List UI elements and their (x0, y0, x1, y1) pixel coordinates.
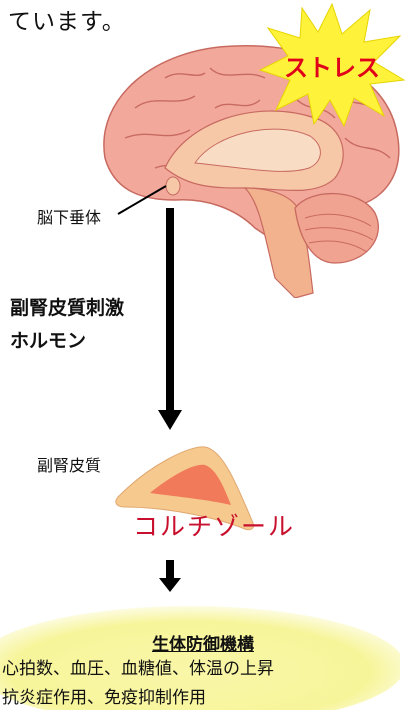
down-arrow-icon (158, 208, 182, 430)
cortisol-label: コルチゾール (133, 512, 296, 541)
defense-title: 生体防御機構 (152, 635, 254, 655)
pituitary-pointer (117, 185, 167, 215)
defense-line1: 心拍数、血圧、血糖値、体温の上昇 (2, 659, 274, 679)
defense-line2: 抗炎症作用、免疫抑制作用 (2, 688, 206, 708)
header-text: ています。 (8, 9, 126, 35)
stress-label: ストレス (284, 54, 380, 82)
acth-line2: ホルモン (10, 330, 87, 352)
defense-panel-background (0, 606, 400, 710)
acth-line1: 副腎皮質刺激 (10, 297, 125, 319)
pituitary-label: 脳下垂体 (37, 208, 102, 227)
acth-label: 副腎皮質刺激 ホルモン (10, 292, 124, 358)
adrenal-cortex-label: 副腎皮質 (37, 456, 102, 475)
down-arrow-small-icon (159, 560, 181, 592)
adrenal-gland-illustration (115, 446, 254, 531)
stress-burst-icon (258, 2, 406, 128)
